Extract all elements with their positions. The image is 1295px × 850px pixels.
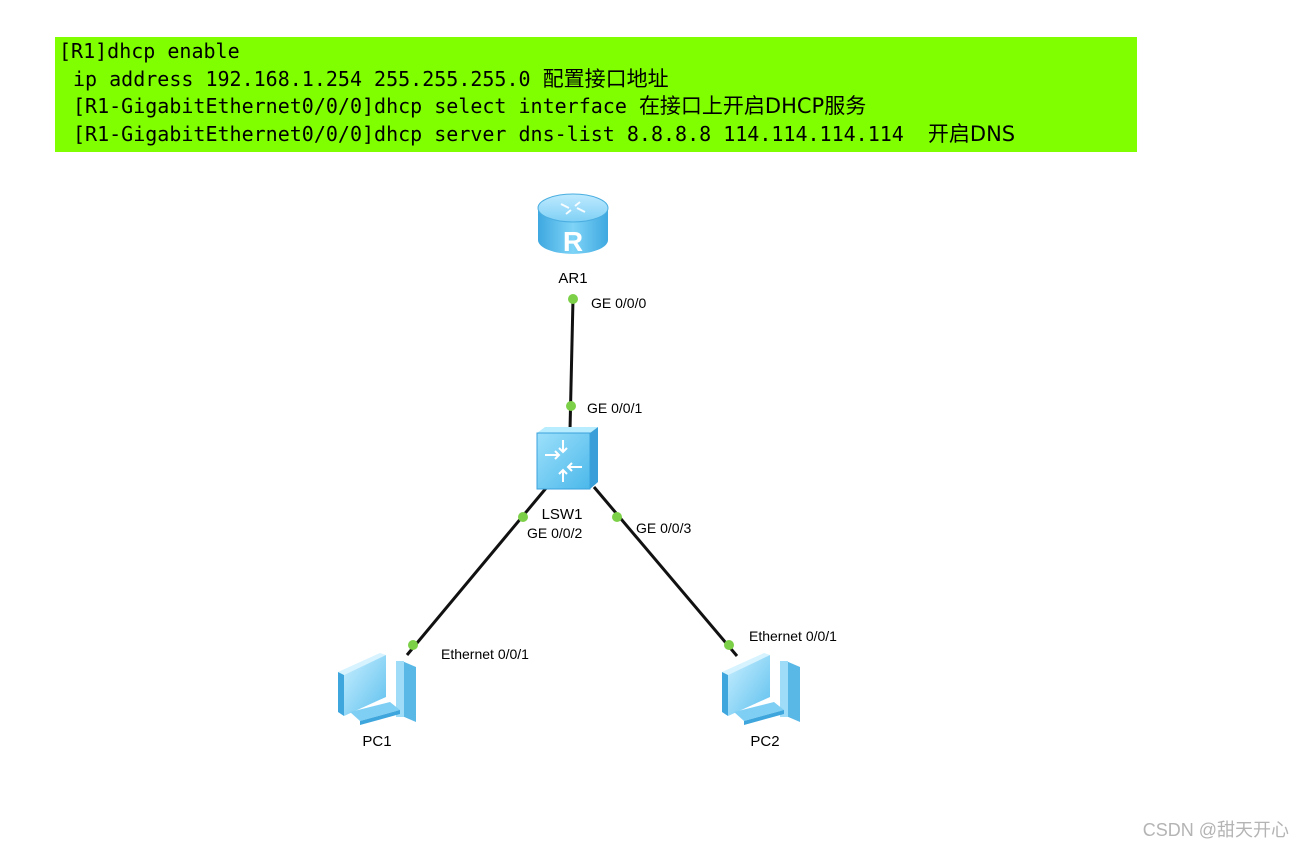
watermark: CSDN @甜天开心 bbox=[1142, 820, 1289, 840]
port-label-lsw1-ge002: GE 0/0/2 bbox=[527, 525, 582, 541]
port-label-pc2-eth: Ethernet 0/0/1 bbox=[749, 628, 837, 644]
switch-label: LSW1 bbox=[542, 506, 583, 523]
config-line-2: ip address 192.168.1.254 255.255.255.0 配… bbox=[59, 66, 1137, 94]
config-note-4: 开启DNS bbox=[927, 121, 1016, 146]
pc2-label: PC2 bbox=[750, 733, 779, 750]
router-label: AR1 bbox=[558, 270, 587, 287]
port-label-lsw1-ge003: GE 0/0/3 bbox=[636, 520, 691, 536]
port-dot-pc1-eth bbox=[408, 640, 418, 650]
port-label-lsw1-ge001: GE 0/0/1 bbox=[587, 400, 642, 416]
config-command-1: [R1]dhcp enable bbox=[59, 39, 240, 63]
pc-icon[interactable] bbox=[338, 653, 416, 725]
config-note-2: 配置接口地址 bbox=[542, 66, 669, 91]
config-command-4: [R1-GigabitEthernet0/0/0]dhcp server dns… bbox=[73, 121, 928, 146]
router-icon[interactable]: R bbox=[537, 193, 609, 257]
svg-text:R: R bbox=[563, 226, 583, 257]
config-note-3: 在接口上开启DHCP服务 bbox=[638, 94, 867, 118]
port-dot-lsw1-ge003 bbox=[612, 512, 622, 522]
port-dot-lsw1-ge002 bbox=[518, 512, 528, 522]
pc-icon[interactable] bbox=[722, 653, 800, 725]
switch-icon[interactable] bbox=[536, 427, 598, 490]
port-label-ar1-ge000: GE 0/0/0 bbox=[591, 295, 646, 311]
pc1-label: PC1 bbox=[362, 733, 391, 750]
config-command-2: ip address 192.168.1.254 255.255.255.0 bbox=[73, 66, 543, 91]
config-line-4: [R1-GigabitEthernet0/0/0]dhcp server dns… bbox=[59, 121, 1137, 149]
port-dot-ar1-ge000 bbox=[568, 294, 578, 304]
port-dot-lsw1-ge001 bbox=[566, 401, 576, 411]
port-label-pc1-eth: Ethernet 0/0/1 bbox=[441, 646, 529, 662]
config-line-3: [R1-GigabitEthernet0/0/0]dhcp select int… bbox=[59, 93, 1137, 121]
config-code-block: [R1]dhcp enable ip address 192.168.1.254… bbox=[55, 37, 1137, 152]
port-dot-pc2-eth bbox=[724, 640, 734, 650]
config-line-1: [R1]dhcp enable bbox=[59, 38, 1137, 66]
link-lsw1-pc1 bbox=[405, 486, 549, 656]
config-command-3: [R1-GigabitEthernet0/0/0]dhcp select int… bbox=[73, 94, 639, 118]
